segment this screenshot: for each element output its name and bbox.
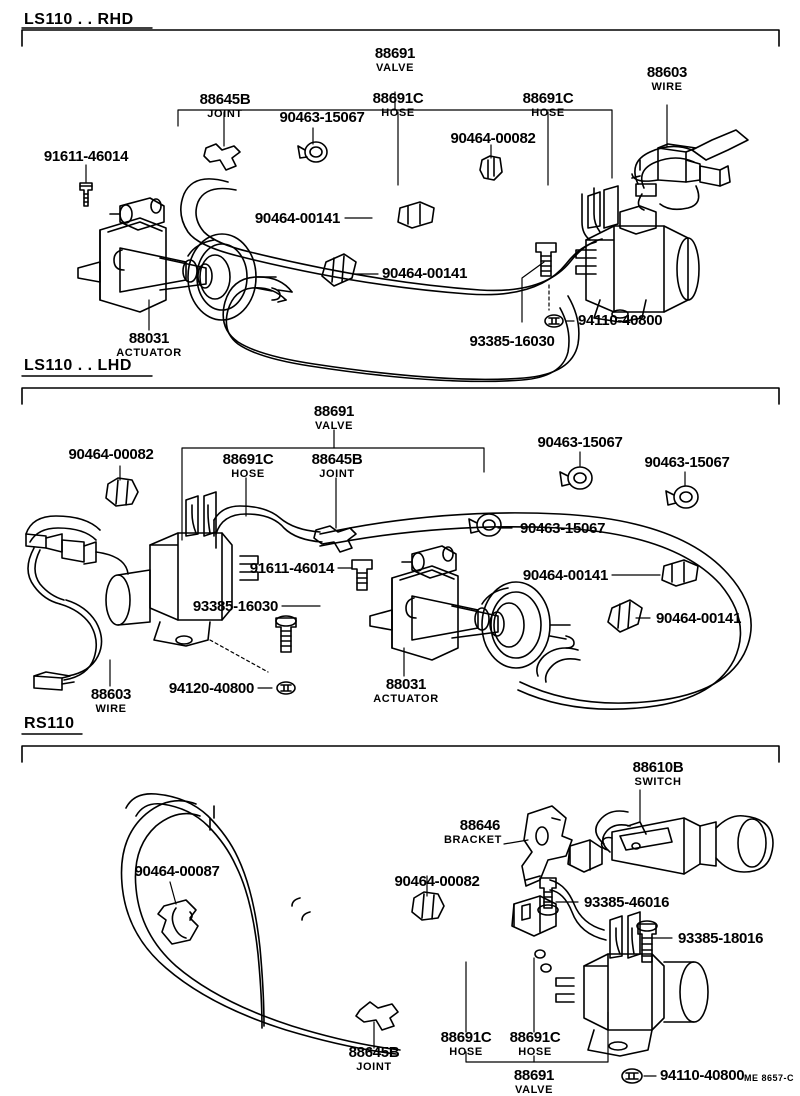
label-88691c-hose-left-sub: HOSE xyxy=(381,107,415,119)
label-90463-15067-lhd-right: 90463-15067 xyxy=(644,454,730,471)
label-88645b-joint-lhd-sub: JOINT xyxy=(319,468,355,480)
label-88691c-hose-lhd-pn: 88691C xyxy=(222,451,274,468)
label-88691c-hose-right-pn: 88691C xyxy=(522,90,574,107)
label-88603-wire-pn: 88603 xyxy=(646,64,688,81)
label-88691c-hose-rs110-left-sub: HOSE xyxy=(449,1046,483,1058)
label-88691c-hose-rs110-right-pn: 88691C xyxy=(509,1029,561,1046)
label-94120-40800-lhd: 94120-40800 xyxy=(168,680,254,697)
label-90463-15067-lhd-mid: 90463-15067 xyxy=(520,520,606,537)
label-94110-40800-rs110: 94110-40800 xyxy=(660,1067,745,1084)
label-88691c-hose-left-pn: 88691C xyxy=(372,90,424,107)
label-88610b-switch-sub: SWITCH xyxy=(634,776,682,788)
label-93385-18016-rs110: 93385-18016 xyxy=(678,930,764,947)
label-88645b-joint-pn: 88645B xyxy=(199,91,251,108)
label-88691-valve-rs110-pn: 88691 xyxy=(513,1067,555,1084)
label-88691c-hose-right-sub: HOSE xyxy=(531,107,565,119)
label-88691c-hose-lhd-sub: HOSE xyxy=(231,468,265,480)
label-88603-wire-lhd-sub: WIRE xyxy=(95,703,127,715)
label-88691-valve-pn: 88691 xyxy=(374,45,416,62)
label-93385-16030-rhd: 93385-16030 xyxy=(469,333,555,350)
label-88603-wire-lhd-pn: 88603 xyxy=(90,686,132,703)
label-94110-40800-rhd: 94110-40800 xyxy=(578,312,663,329)
label-88031-actuator-lhd-pn: 88031 xyxy=(385,676,427,693)
label-91611-46014-rhd: 91611-46014 xyxy=(43,148,129,165)
label-88691-valve-sub: VALVE xyxy=(375,62,415,74)
label-88645b-joint-sub: JOINT xyxy=(207,108,243,120)
label-88031-actuator-sub: ACTUATOR xyxy=(116,347,182,359)
label-88603-wire-sub: WIRE xyxy=(651,81,683,93)
label-90463-15067-lhd-top: 90463-15067 xyxy=(537,434,623,451)
label-90464-00082-lhd: 90464-00082 xyxy=(68,446,154,463)
section-title-rs110: RS110 xyxy=(24,715,75,732)
label-90464-00087-rs110: 90464-00087 xyxy=(134,863,220,880)
section-title-rhd: LS110 . . RHD xyxy=(24,11,134,28)
label-93385-16030-lhd: 93385-16030 xyxy=(192,598,278,615)
label-88691c-hose-rs110-right-sub: HOSE xyxy=(518,1046,552,1058)
label-88645b-joint-rs110-sub: JOINT xyxy=(356,1061,392,1073)
section-title-lhd: LS110 . . LHD xyxy=(24,357,132,374)
label-88645b-joint-rs110-pn: 88645B xyxy=(348,1044,400,1061)
label-88610b-switch-pn: 88610B xyxy=(632,759,684,776)
label-90464-00141-lhd-b: 90464-00141 xyxy=(656,610,742,627)
label-88031-actuator-pn: 88031 xyxy=(128,330,170,347)
label-88691c-hose-rs110-left-pn: 88691C xyxy=(440,1029,492,1046)
label-88691-valve-lhd-pn: 88691 xyxy=(313,403,355,420)
label-88646-bracket-pn: 88646 xyxy=(459,817,501,834)
label-90464-00141-rhd-b: 90464-00141 xyxy=(382,265,468,282)
label-90464-00082-rs110: 90464-00082 xyxy=(394,873,480,890)
label-88646-bracket-sub: BRACKET xyxy=(444,834,502,846)
label-93385-46016-rs110: 93385-46016 xyxy=(584,894,670,911)
label-90464-00082-rhd: 90464-00082 xyxy=(450,130,536,147)
label-88031-actuator-lhd-sub: ACTUATOR xyxy=(373,693,439,705)
label-90463-15067-rhd: 90463-15067 xyxy=(279,109,365,126)
label-88691-valve-lhd-sub: VALVE xyxy=(314,420,354,432)
footer-code: ME 8657-C xyxy=(743,1073,794,1083)
label-91611-46014-lhd: 91611-46014 xyxy=(249,560,335,577)
label-88691-valve-rs110-sub: VALVE xyxy=(514,1084,554,1096)
label-90464-00141-rhd-a: 90464-00141 xyxy=(254,210,340,227)
label-90464-00141-lhd-a: 90464-00141 xyxy=(522,567,608,584)
label-88645b-joint-lhd-pn: 88645B xyxy=(311,451,363,468)
